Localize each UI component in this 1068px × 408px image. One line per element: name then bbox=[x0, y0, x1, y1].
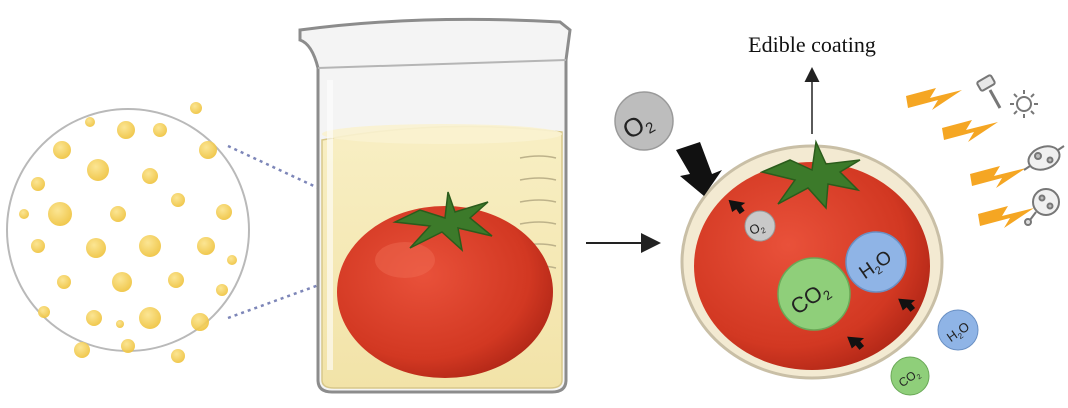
emulsion-droplet bbox=[190, 102, 202, 114]
emulsion-droplet bbox=[19, 209, 29, 219]
stress-factors bbox=[906, 75, 1064, 228]
emulsion-droplet bbox=[31, 239, 45, 253]
lightning-bolt-icon bbox=[970, 166, 1026, 188]
carbon-dioxide-molecule-small: CO2 bbox=[891, 357, 929, 395]
emulsion-droplet bbox=[199, 141, 217, 159]
emulsion-droplet bbox=[216, 204, 232, 220]
emulsion-droplet bbox=[110, 206, 126, 222]
hammer-icon bbox=[977, 75, 1000, 108]
emulsion-droplet bbox=[86, 238, 106, 258]
emulsion-droplet bbox=[85, 117, 95, 127]
water-molecule-small: H2O bbox=[938, 310, 978, 350]
oxygen-molecule-large: O2 bbox=[615, 92, 673, 150]
emulsion-droplet bbox=[53, 141, 71, 159]
emulsion-droplet bbox=[191, 313, 209, 331]
emulsion-droplet bbox=[112, 272, 132, 292]
lightning-bolt-icon bbox=[906, 88, 962, 110]
emulsion-droplet bbox=[31, 177, 45, 191]
emulsion-droplet bbox=[87, 159, 109, 181]
water-molecule-large: H2O bbox=[846, 232, 906, 292]
emulsion-droplet bbox=[38, 306, 50, 318]
sun-icon bbox=[1010, 90, 1038, 118]
microbe-icon bbox=[1024, 142, 1064, 174]
emulsion-droplet bbox=[168, 272, 184, 288]
emulsion-droplet bbox=[139, 235, 161, 257]
emulsion-droplet bbox=[197, 237, 215, 255]
lightning-bolt-icon bbox=[942, 120, 998, 142]
emulsion-droplet bbox=[74, 342, 90, 358]
emulsion-droplet bbox=[48, 202, 72, 226]
emulsion-droplet bbox=[117, 121, 135, 139]
beaker bbox=[300, 19, 570, 392]
emulsion-droplet bbox=[227, 255, 237, 265]
emulsion-droplet bbox=[121, 339, 135, 353]
emulsion-droplet bbox=[153, 123, 167, 137]
emulsion-droplet bbox=[139, 307, 161, 329]
emulsion-droplet bbox=[57, 275, 71, 289]
emulsion-droplet bbox=[171, 349, 185, 363]
bacteria-flask-icon bbox=[1025, 189, 1059, 225]
edible-coating-label: Edible coating bbox=[748, 32, 876, 57]
oxygen-molecule-small: O2 bbox=[745, 211, 775, 241]
carbon-dioxide-molecule-large: CO2 bbox=[778, 258, 850, 330]
emulsion-droplet bbox=[171, 193, 185, 207]
emulsion-droplet bbox=[142, 168, 158, 184]
emulsion-droplet bbox=[86, 310, 102, 326]
emulsion-droplet bbox=[216, 284, 228, 296]
emulsion-droplet bbox=[116, 320, 124, 328]
